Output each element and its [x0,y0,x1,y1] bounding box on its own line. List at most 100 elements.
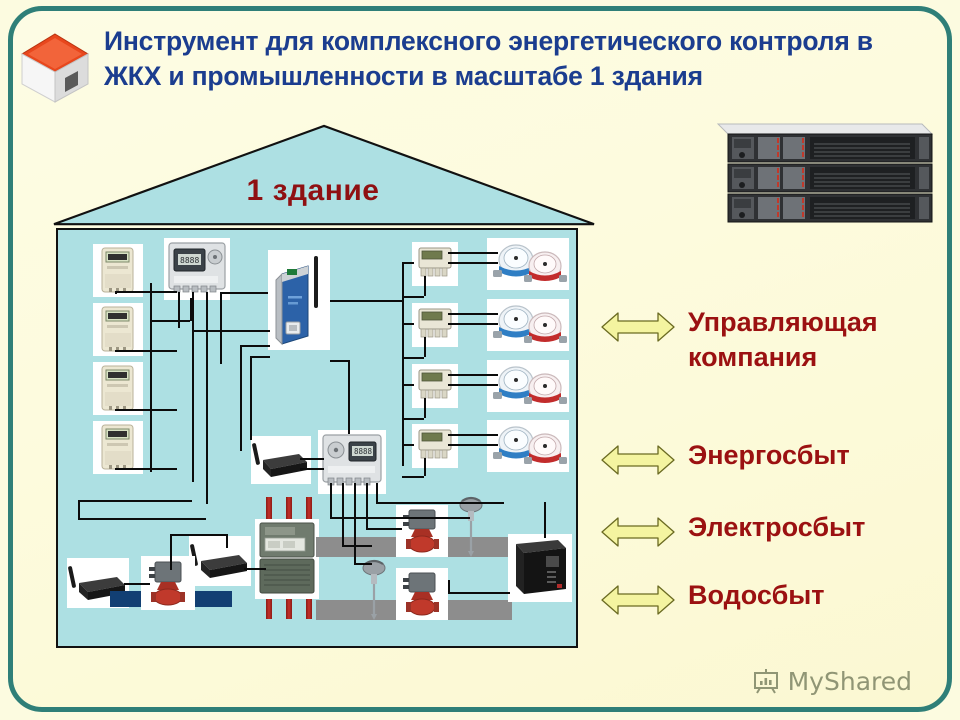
wire [342,483,344,545]
wire [448,434,498,436]
wire [170,534,226,536]
wire [250,356,252,440]
wire [366,483,368,528]
wire [402,476,424,478]
wire [424,458,426,476]
legend-label: Управляющая компания [688,307,878,372]
wire [170,548,172,570]
wire [170,534,172,548]
legend-label: Энергосбыт [688,440,850,470]
blue-pipe-right [188,591,232,607]
wire [402,296,424,298]
wire [448,323,498,325]
wire [448,374,498,376]
server-rack [700,122,938,226]
gray-pipe-lower-right [442,600,512,620]
pulse-adapter-3 [412,364,458,408]
wire [448,313,498,315]
wire [402,323,414,325]
radio-modem-1 [251,436,311,484]
wire [402,384,414,386]
wire [448,252,498,254]
wire [448,592,510,594]
wire [376,483,378,503]
wire [424,398,426,418]
three-phase-electricity-meter [255,519,319,599]
electricity-meter-4 [93,421,143,474]
radio-modem-2 [189,536,251,586]
temperature-sensor-upper [452,495,490,557]
watermark: MyShared [751,666,912,696]
wire [240,345,270,347]
wire [220,292,268,294]
gray-pipe-upper-left [316,537,400,557]
wire [190,298,192,321]
wire [244,568,266,570]
pulse-adapter-4 [412,424,458,468]
wire [115,291,117,294]
svg-text:8888: 8888 [354,447,373,456]
wire [220,292,222,364]
wire [150,320,190,322]
legend-item-3[interactable]: Водосбыт [600,578,950,619]
electricity-meter-2 [93,303,143,356]
wire [448,580,450,593]
frequency-converter [508,534,572,602]
flow-meter-gray-pipe-lower [396,568,448,620]
wire [342,545,372,547]
wire [544,502,546,538]
wire [330,360,349,362]
heat-meter-controller-top: 8888 [164,238,230,300]
legend-item-0[interactable]: Управляющая компания [600,305,950,374]
wire-bus-right [402,262,404,466]
electricity-meter-1 [93,244,143,297]
svg-text:8888: 8888 [180,256,199,265]
wire [448,384,498,386]
wire [124,583,150,585]
wire-bus-left [150,283,152,472]
page-title: Инструмент для комплексного энергетическ… [104,26,873,92]
legend-item-1[interactable]: Энергосбыт [600,438,950,479]
wire [78,500,192,502]
gray-pipe-lower-left [316,600,400,620]
wire [206,292,208,504]
wire [424,276,426,296]
wire [78,500,80,518]
watermark-text: MyShared [787,666,912,696]
pulse-adapter-1 [412,242,458,286]
wire [178,292,180,328]
legend-item-2[interactable]: Электросбыт [600,510,950,551]
wire [192,292,194,482]
wire [402,444,414,446]
wire [448,444,498,446]
roof-shape [53,124,595,226]
wire [115,468,177,470]
building-label: 1 здание [246,174,380,207]
heat-meter-controller-middle: 8888 [318,430,386,494]
double-arrow-icon [601,517,675,547]
wire [448,262,498,264]
wire [348,360,350,434]
legend-label: Электросбыт [688,512,866,542]
wire [78,518,206,520]
water-meter-pair-4 [487,420,569,472]
wire [330,300,402,302]
pulse-adapter-2 [412,303,458,347]
legend-label: Водосбыт [688,580,825,610]
gray-pipe-upper-right [442,537,512,557]
wire [354,483,356,563]
wire [194,330,270,332]
wire [300,468,324,470]
wire [402,418,424,420]
double-arrow-icon [601,312,675,342]
double-arrow-icon [601,585,675,615]
wire [115,409,177,411]
water-meter-pair-1 [487,238,569,290]
water-meter-pair-2 [487,299,569,351]
electricity-meter-3 [93,362,143,415]
wire [330,483,332,517]
wire [366,528,402,530]
water-meter-pair-3 [487,360,569,412]
wire [330,517,470,519]
